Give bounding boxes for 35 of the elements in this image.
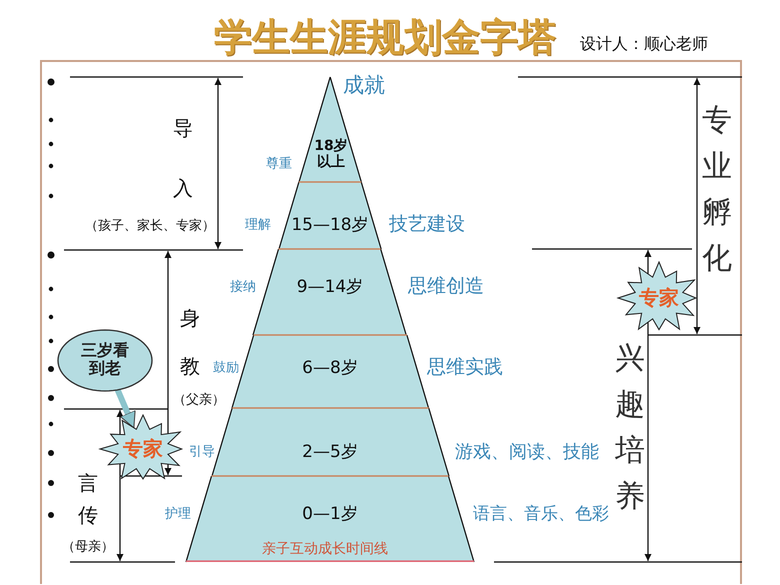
arrow [114, 388, 137, 429]
vertical-heading: 言传 [77, 470, 99, 529]
age-range-label: 18岁以上 [313, 138, 349, 170]
age-range-label: 0—1岁 [302, 505, 358, 525]
activity-label: 语言、音乐、色彩 [473, 505, 609, 525]
vertical-heading: 身教 [179, 305, 201, 380]
vertical-heading: 专业孵化 [701, 102, 733, 278]
age-range-label: 15—18岁 [291, 216, 369, 236]
attitude-label: 鼓励 [213, 362, 239, 376]
role-note: （孩子、家长、专家） [85, 220, 215, 234]
vertical-heading: 导入 [172, 115, 194, 202]
age-range-label: 2—5岁 [302, 443, 358, 463]
role-note: （母亲） [62, 540, 114, 556]
activity-label: 思维实践 [427, 357, 503, 379]
expert-label: 专家 [123, 438, 163, 460]
title: 学生生涯规划金字塔 [214, 15, 556, 59]
vertical-heading: 兴趣培养 [614, 340, 646, 516]
pyramid-layer [278, 182, 382, 249]
apex-label: 成就 [343, 72, 385, 98]
activity-label: 思维创造 [408, 276, 484, 298]
pyramid-layer [253, 249, 407, 335]
role-note: （父亲） [173, 394, 225, 408]
activity-label: 技艺建设 [389, 214, 465, 236]
expert-label: 专家 [639, 286, 679, 310]
attitude-label: 接纳 [230, 280, 256, 296]
proverb-text: 三岁看到老 [80, 342, 130, 378]
activity-label: 游戏、阅读、技能 [455, 442, 599, 464]
timeline-caption: 亲子互动成长时间线 [262, 540, 388, 558]
attitude-label: 引导 [189, 446, 215, 460]
designer-credit: 设计人：顺心老师 [580, 34, 708, 54]
attitude-label: 理解 [245, 218, 271, 234]
age-range-label: 9—14岁 [296, 278, 364, 298]
attitude-label: 护理 [165, 508, 191, 522]
age-range-label: 6—8岁 [302, 359, 358, 379]
attitude-label: 尊重 [266, 158, 292, 172]
